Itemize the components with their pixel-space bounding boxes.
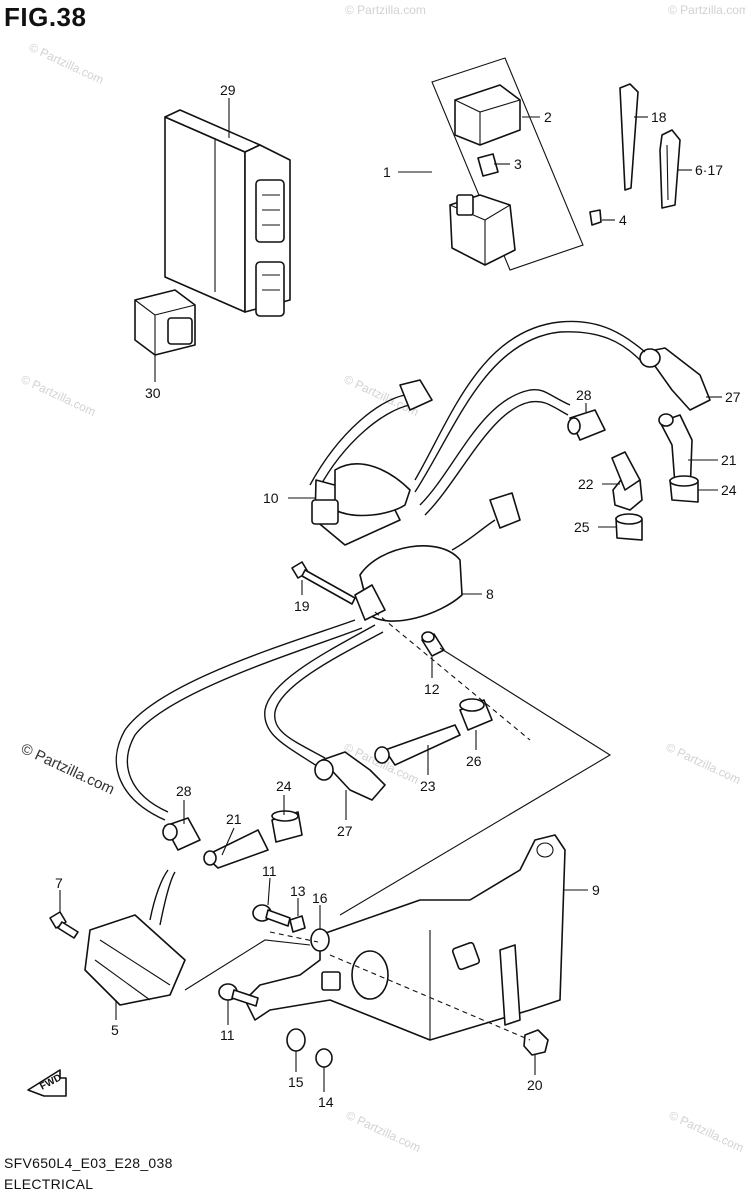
watermark: © Partzilla.com bbox=[19, 372, 98, 419]
part-10-ignition-coil bbox=[311, 379, 433, 546]
part-14-collar bbox=[315, 1048, 333, 1068]
watermark: © Partzilla.com bbox=[344, 1108, 423, 1155]
callout-13: 13 bbox=[290, 883, 306, 899]
callout-9: 9 bbox=[592, 882, 600, 898]
callout-24-upper: 24 bbox=[721, 482, 737, 498]
watermark: © Partzilla.com bbox=[27, 40, 106, 87]
figure-code: SFV650L4_E03_E28_038 bbox=[4, 1155, 173, 1171]
callout-19: 19 bbox=[294, 598, 310, 614]
watermark: © Partzilla.com bbox=[667, 1108, 746, 1155]
callout-10: 10 bbox=[263, 490, 279, 506]
callout-18: 18 bbox=[651, 109, 667, 125]
callout-29: 29 bbox=[220, 82, 236, 98]
figure-title: FIG.38 bbox=[4, 2, 87, 32]
figure-name: ELECTRICAL bbox=[4, 1176, 94, 1192]
callout-15: 15 bbox=[288, 1074, 304, 1090]
watermark: © Partzilla.com bbox=[664, 740, 743, 787]
callout-27-upper: 27 bbox=[725, 389, 741, 405]
callout-20: 20 bbox=[527, 1077, 543, 1093]
watermark: © Partzilla.com bbox=[345, 3, 426, 17]
part-1-relay-box bbox=[431, 57, 602, 271]
callout-11-upper: 11 bbox=[262, 863, 277, 879]
part-12-sleeve bbox=[421, 631, 445, 657]
callout-25: 25 bbox=[574, 519, 590, 535]
callout-16: 16 bbox=[312, 890, 328, 906]
part-7-bolt bbox=[49, 911, 79, 939]
callout-21-lower: 21 bbox=[226, 811, 242, 827]
part-21-cap-lower bbox=[203, 829, 269, 869]
part-11-bolt-upper bbox=[252, 904, 291, 927]
hoses-lower bbox=[115, 619, 384, 821]
part-27-plug-cap-lower bbox=[314, 751, 386, 801]
callout-12: 12 bbox=[424, 681, 440, 697]
callout-22: 22 bbox=[578, 476, 594, 492]
callout-14: 14 bbox=[318, 1094, 334, 1110]
part-5-regulator bbox=[84, 869, 186, 1006]
watermark-main: © Partzilla.com bbox=[18, 740, 117, 798]
dashed-guides bbox=[269, 611, 531, 1041]
part-24-seal-lower bbox=[271, 810, 303, 843]
callout-4: 4 bbox=[619, 212, 627, 228]
callout-24-lower: 24 bbox=[276, 778, 292, 794]
assembly-outlines bbox=[184, 647, 612, 991]
callout-1: 1 bbox=[383, 164, 391, 180]
part-26-seal bbox=[459, 698, 493, 731]
watermark: © Partzilla.com bbox=[668, 3, 746, 17]
part-29-ecm bbox=[164, 109, 291, 317]
callout-30: 30 bbox=[145, 385, 161, 401]
part-25-seal bbox=[615, 513, 643, 541]
callout-3: 3 bbox=[514, 156, 522, 172]
part-22-cap bbox=[611, 451, 643, 511]
part-8-ignition-coil bbox=[354, 492, 521, 622]
fwd-arrow-icon: FWD bbox=[27, 1069, 67, 1097]
callout-6-17: 6·17 bbox=[695, 162, 723, 178]
hoses-upper bbox=[309, 320, 646, 516]
callout-21-upper: 21 bbox=[721, 452, 737, 468]
part-30-connector bbox=[134, 289, 196, 356]
callout-28-upper: 28 bbox=[576, 387, 592, 403]
part-9-bracket bbox=[244, 834, 566, 1041]
part-27-plug-cap-upper bbox=[639, 347, 711, 411]
part-13-collar bbox=[289, 915, 306, 933]
part-28-cap-upper bbox=[567, 409, 606, 441]
callout-26: 26 bbox=[466, 753, 482, 769]
callout-7: 7 bbox=[55, 875, 63, 891]
part-15-grommet bbox=[286, 1028, 306, 1052]
callout-23: 23 bbox=[420, 778, 436, 794]
part-28-cap-lower bbox=[162, 817, 201, 851]
callout-8: 8 bbox=[486, 586, 494, 602]
leader-lines bbox=[59, 98, 722, 1092]
part-20-nut bbox=[523, 1029, 549, 1056]
callout-11-lower: 11 bbox=[220, 1027, 235, 1043]
callout-27-lower: 27 bbox=[337, 823, 353, 839]
part-16-grommet bbox=[310, 928, 330, 952]
part-23-cap bbox=[374, 724, 461, 766]
callout-5: 5 bbox=[111, 1022, 119, 1038]
part-6-17-clamp bbox=[659, 129, 681, 209]
part-24-seal-upper bbox=[669, 475, 699, 503]
callout-numbers: 29 1 2 3 4 18 6·17 30 27 28 21 22 24 25 … bbox=[55, 82, 741, 1110]
callout-2: 2 bbox=[544, 109, 552, 125]
part-18-cable-tie bbox=[619, 83, 639, 191]
callout-28-lower: 28 bbox=[176, 783, 192, 799]
part-19-bolt bbox=[291, 561, 356, 605]
